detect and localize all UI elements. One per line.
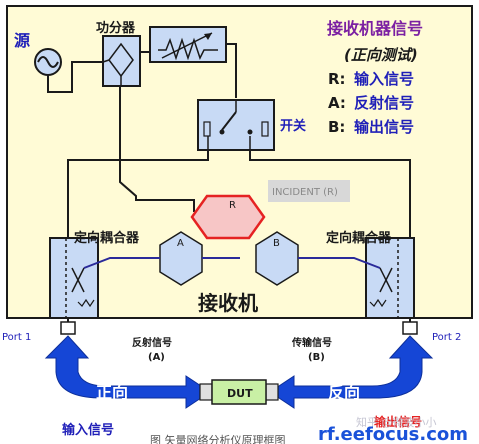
detector-a xyxy=(159,231,203,286)
signal-source xyxy=(34,48,62,76)
legend-key-b: B: xyxy=(328,118,345,136)
reverse-label: 反向 xyxy=(328,383,360,402)
dut-right-connector xyxy=(265,383,279,401)
reflected-sub: (A) xyxy=(148,352,165,363)
detector-a-label: A xyxy=(177,238,184,249)
watermark-site: rf.eefocus.com xyxy=(318,424,468,444)
switch-label: 开关 xyxy=(280,118,306,134)
coupler-left xyxy=(49,237,99,319)
port1-connector xyxy=(60,321,76,335)
legend-text-b: 输出信号 xyxy=(354,118,414,136)
rf-switch xyxy=(197,99,275,151)
reflected-label: 反射信号 xyxy=(132,336,172,349)
output-signal-label: 输出信号 xyxy=(374,414,422,429)
receiver-subtitle: (正向测试) xyxy=(344,46,418,64)
input-signal-label: 输入信号 xyxy=(62,422,114,438)
detector-r xyxy=(190,194,266,240)
incident-label-box xyxy=(268,180,350,202)
dut-label: DUT xyxy=(227,387,253,400)
detector-b-label: B xyxy=(273,238,280,249)
coupler-right-label: 定向耦合器 xyxy=(325,230,392,246)
splitter-label: 功分器 xyxy=(96,20,136,36)
coupler-right xyxy=(365,237,415,319)
legend-key-r: R: xyxy=(328,70,346,88)
legend-text-r: 输入信号 xyxy=(354,70,414,88)
detector-b xyxy=(255,231,299,286)
legend-key-a: A: xyxy=(328,94,346,112)
receiver-label: 接收机 xyxy=(198,291,258,315)
transmitted-label: 传输信号 xyxy=(291,336,332,349)
coupler-left-label: 定向耦合器 xyxy=(73,230,140,246)
detector-r-label: R xyxy=(229,200,236,211)
source-label: 源 xyxy=(14,31,30,50)
port1-label: Port 1 xyxy=(2,332,31,343)
dut-left-connector xyxy=(199,383,213,401)
incident-label: INCIDENT (R) xyxy=(272,187,338,198)
figure-caption: 图 矢量网络分析仪原理框图 xyxy=(150,433,286,444)
attenuator xyxy=(149,26,227,63)
coupled-paths xyxy=(83,257,381,269)
legend-text-a: 反射信号 xyxy=(354,94,414,112)
watermark-zhihu: 知乎 @微波小小 xyxy=(356,415,437,429)
reverse-arrow xyxy=(269,335,434,409)
forward-label: 正向 xyxy=(96,383,128,402)
transmitted-sub: (B) xyxy=(308,352,325,363)
power-splitter xyxy=(102,35,141,87)
forward-arrow xyxy=(44,335,211,409)
receiver-title: 接收机器信号 xyxy=(327,19,423,38)
dut-box xyxy=(211,379,267,405)
port2-label: Port 2 xyxy=(432,332,461,343)
port2-connector xyxy=(402,321,418,335)
